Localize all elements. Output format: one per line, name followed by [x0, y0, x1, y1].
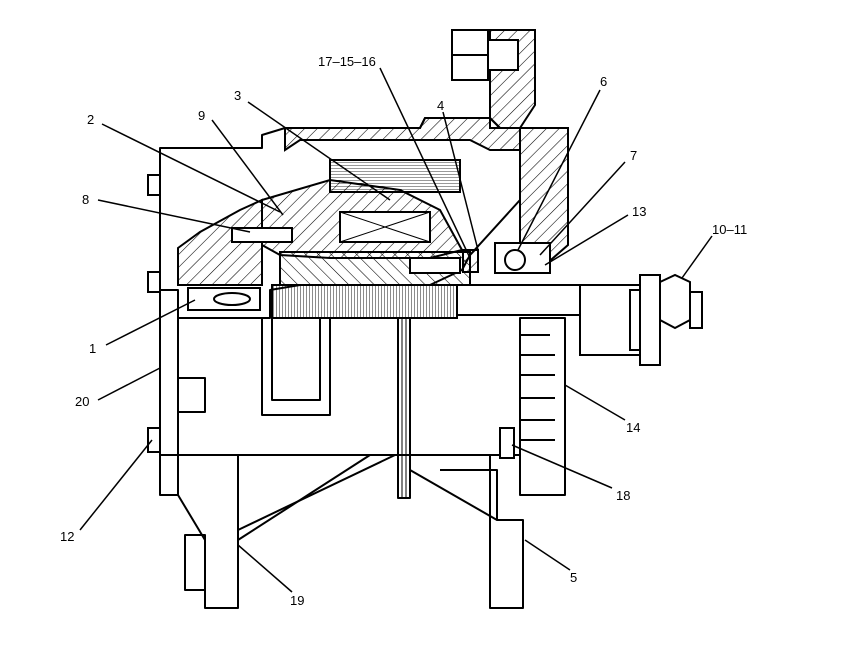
rotor-stack-lower: [397, 317, 411, 499]
leader-10-11: [681, 235, 713, 279]
terminal-block: [184, 534, 206, 591]
leader-lines: [79, 67, 713, 593]
leader-1: [105, 299, 196, 346]
leader-4: [442, 111, 479, 251]
shaft-thread: [689, 291, 703, 329]
leader-3: [247, 101, 391, 201]
front-housing-section: [284, 117, 521, 152]
callout-labels: 17–15–16 3 4 6 2 9 7 8 13 10–11 1 20 14 …: [60, 54, 747, 608]
callout-1: 1: [89, 341, 96, 356]
callout-3: 3: [234, 88, 241, 103]
alternator-body: [159, 117, 566, 609]
leader-9: [211, 119, 284, 216]
leader-18: [511, 444, 613, 489]
stator: [271, 159, 461, 319]
leader-19: [237, 544, 293, 593]
leader-6: [517, 89, 601, 251]
retainer: [462, 249, 479, 273]
stator-laminations: [271, 284, 458, 319]
rear-bracket-fins: [520, 334, 555, 441]
housing-left-wall: [159, 148, 179, 496]
callout-19: 19: [290, 593, 304, 608]
front-bearing: [213, 292, 251, 306]
foot-rib-right: [409, 469, 498, 521]
rear-housing: [519, 317, 566, 496]
foot-rib-left-2: [237, 454, 396, 531]
callout-7: 7: [630, 148, 637, 163]
callout-9: 9: [198, 108, 205, 123]
callout-14: 14: [626, 420, 640, 435]
leader-12: [79, 439, 153, 531]
rear-bearing-ball: [504, 249, 526, 271]
callout-17-15-16: 17–15–16: [318, 54, 376, 69]
leader-8: [97, 199, 251, 233]
callout-8: 8: [82, 192, 89, 207]
leader-5: [524, 539, 571, 571]
housing-lower-body: [159, 318, 521, 456]
callout-13: 13: [632, 204, 646, 219]
side-cutout: [178, 377, 206, 413]
window-slot-lower: [261, 318, 331, 416]
fasteners: [147, 29, 703, 459]
callout-5: 5: [570, 570, 577, 585]
leader-2: [101, 123, 281, 213]
shaft-assembly: [187, 242, 661, 366]
front-bolt-upper: [147, 174, 161, 196]
shaft-nut: [659, 273, 691, 330]
mount-bolt-shank: [487, 39, 519, 71]
mounting-foot-right: [440, 455, 524, 609]
front-bolt-lower: [147, 427, 161, 453]
callout-2: 2: [87, 112, 94, 127]
leader-20: [97, 367, 161, 401]
washer: [409, 257, 461, 274]
callout-10-11: 10–11: [712, 222, 747, 237]
callout-4: 4: [437, 98, 444, 113]
leader-13: [544, 214, 629, 266]
stator-coil-upper: [329, 159, 461, 193]
callout-6: 6: [600, 74, 607, 89]
window-slot-inner: [271, 318, 321, 401]
leader-14: [564, 384, 626, 421]
rear-bolt-18: [499, 427, 515, 459]
mounting-foot-left: [177, 455, 239, 609]
callout-18: 18: [616, 488, 630, 503]
spacer: [639, 274, 661, 366]
callout-20: 20: [75, 394, 89, 409]
leader-17-15-16: [379, 67, 471, 259]
leader-7: [539, 161, 626, 256]
callout-12: 12: [60, 529, 74, 544]
front-end-section: [177, 198, 263, 286]
front-bolt-middle: [147, 271, 161, 293]
field-coil-diag-2: [339, 211, 431, 243]
